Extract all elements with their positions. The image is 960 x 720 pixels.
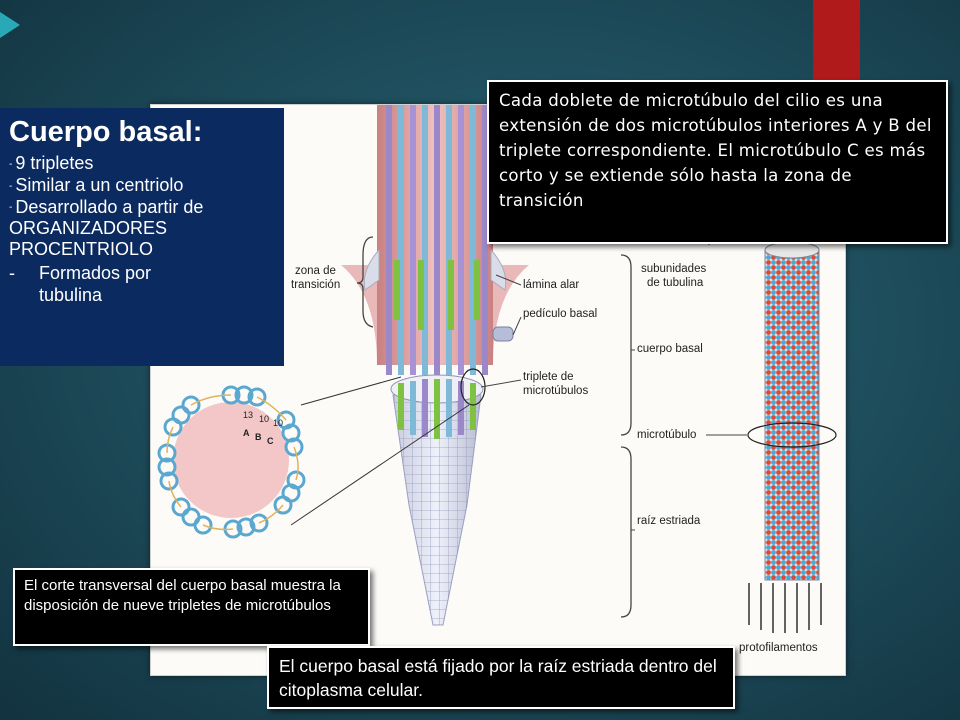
summary-continuation: ORGANIZADORES	[9, 218, 168, 239]
label-n10b: 10	[273, 418, 284, 428]
label-pediculo-basal: pedículo basal	[523, 308, 598, 320]
slide-arrow-icon	[0, 12, 20, 38]
label-n10a: 10	[259, 414, 270, 424]
basal-body-triplets	[398, 379, 476, 439]
summary-item-text: Similar a un centriolo	[15, 174, 184, 195]
summary-box: Cuerpo basal: -9 tripletes -Similar a un…	[0, 108, 284, 366]
label-cuerpo-basal: cuerpo basal	[637, 343, 703, 355]
summary-item: -Similar a un centriolo	[9, 175, 272, 197]
label-a: A	[243, 428, 250, 438]
callout-root: El cuerpo basal está fijado por la raíz …	[267, 646, 735, 709]
dash-marker: -	[9, 180, 13, 192]
figure-illustration	[157, 105, 837, 633]
label-triplete: triplete de	[523, 371, 574, 383]
label-lamina-alar: lámina alar	[523, 279, 580, 291]
label-microtubulo: microtúbulo	[637, 429, 697, 441]
label-subunidades-2: de tubulina	[647, 277, 704, 289]
summary-item-text: Desarrollado a partir de	[15, 196, 204, 217]
summary-item-text: 9 tripletes	[15, 153, 94, 173]
summary-title: Cuerpo basal:	[9, 116, 203, 148]
callout-cross-section: El corte transversal del cuerpo basal mu…	[13, 568, 370, 646]
accent-bar	[813, 0, 860, 82]
label-b: B	[255, 432, 262, 442]
label-subunidades: subunidades	[641, 263, 707, 275]
label-transicion: transición	[291, 279, 341, 291]
label-c: C	[267, 436, 274, 446]
label-protofilamentos: protofilamentos	[739, 642, 818, 654]
summary-item: -Desarrollado a partir de	[9, 197, 272, 219]
dash-marker: -	[9, 158, 13, 170]
axoneme-doublets	[386, 105, 488, 375]
summary-continuation: PROCENTRIOLO	[9, 239, 154, 260]
bullet-marker: -	[9, 263, 15, 284]
bullet-line: tubulina	[39, 285, 103, 306]
bullet-line: Formados por	[39, 263, 152, 284]
summary-item: -9 tripletes	[9, 153, 272, 175]
protofilament-arrows	[748, 583, 822, 633]
dash-marker: -	[9, 202, 13, 214]
label-zona: zona de	[295, 265, 336, 277]
label-raiz-estriada: raíz estriada	[637, 515, 701, 527]
label-triplete-2: microtúbulos	[523, 385, 589, 397]
callout-doublet: Cada doblete de microtúbulo del cilio es…	[487, 80, 948, 244]
label-n13: 13	[243, 410, 254, 420]
